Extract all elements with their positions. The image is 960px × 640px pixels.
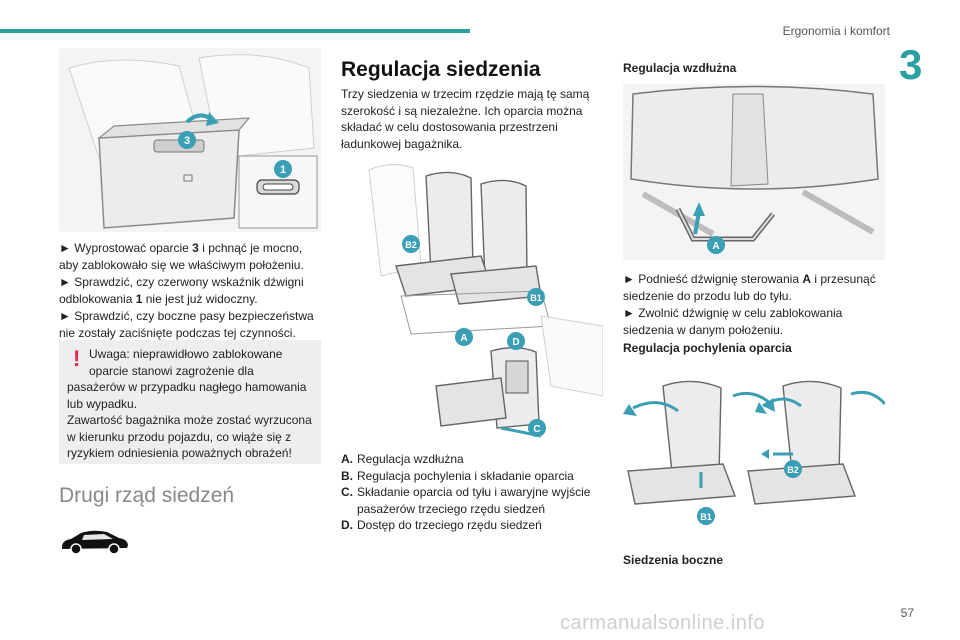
bullet-marker: ► [59,275,71,289]
header-accent-bar [0,29,470,33]
bullet-item: ► Wyprostować oparcie 3 i pchnąć je mocn… [59,241,304,272]
svg-text:B2: B2 [405,240,417,250]
heading-backrest-tilt: Regulacja pochylenia oparcia [623,341,792,355]
bullet-item: ► Sprawdzić, czy boczne pasy bezpieczeńs… [59,309,314,340]
warning-mark: ! [73,346,81,371]
svg-text:1: 1 [280,164,286,176]
svg-text:A: A [712,241,719,252]
svg-text:D: D [512,337,519,348]
caption-side-seats: Siedzenia boczne [623,553,724,567]
third-row-seats-drawing: B2 B1 A D C [368,164,603,438]
section-heading-second-row: Drugi rząd siedzeń [59,484,235,507]
chapter-number: 3 [899,41,923,88]
legend-list: A.Regulacja wzdłużna B.Regulacja pochyle… [341,451,606,534]
badge-b2-right: B2 [784,460,802,478]
badge-c: C [528,419,546,437]
badge-b2: B2 [402,235,420,253]
svg-text:A: A [460,333,467,344]
bullet-marker: ► [59,309,71,323]
longitudinal-illustration: A [623,84,885,260]
badge-b1: B1 [527,288,545,306]
intro-paragraph: Trzy siedzenia w trzecim rzędzie mają tę… [341,87,590,151]
bullet-marker: ► [59,241,71,255]
backrest-tilt-drawing: B2 B1 [623,380,885,525]
seatback-lock-illustration: 3 1 [59,48,321,232]
svg-text:C: C [533,424,540,435]
seatback-lock-drawing: 3 1 [59,48,321,232]
warning-box: ! Uwaga: nieprawidłowo zablokowane oparc… [59,340,321,464]
svg-text:B1: B1 [700,512,712,522]
legend-item: pasażerów trzeciego rzędu siedzeń [357,501,546,516]
badge-b1-right: B1 [697,507,715,525]
svg-text:B1: B1 [530,293,542,303]
third-row-seats-illustration: B2 B1 A D C [341,156,603,444]
bullet-item: ► Zwolnić dźwignię w celu zablokowania s… [623,306,843,337]
badge-a: A [455,328,473,346]
watermark: carmanualsonline.info [560,612,766,634]
svg-text:3: 3 [184,135,190,147]
longitudinal-drawing: A [623,84,885,260]
car-silhouette-icon [62,530,128,555]
badge-1: 1 [274,160,292,178]
svg-text:B2: B2 [787,465,799,475]
legend-item: B.Regulacja pochylenia i składanie oparc… [341,468,574,483]
badge-d: D [507,332,525,350]
backrest-tilt-illustration: B2 B1 [623,376,885,528]
badge-a-right: A [707,236,725,254]
bullet-item: ► Sprawdzić, czy czerwony wskaźnik dźwig… [59,275,304,306]
legend-item: A.Regulacja wzdłużna [341,452,464,466]
legend-item: C.Składanie oparcia od tyłu i awaryjne w… [341,485,591,499]
bullet-item: ► Podnieść dźwignię sterowania A i przes… [623,272,876,303]
badge-3: 3 [178,131,196,149]
left-bullets: ► Wyprostować oparcie 3 i pchnąć je mocn… [59,240,324,342]
right-bullets: ► Podnieść dźwignię sterowania A i przes… [623,271,888,339]
bullet-marker: ► [623,272,635,286]
page-number: 57 [900,606,914,620]
section-title: Ergonomia i komfort [782,24,890,38]
bullet-marker: ► [623,306,635,320]
heading-seat-adjustment: Regulacja siedzenia [341,58,541,81]
heading-longitudinal: Regulacja wzdłużna [623,61,737,75]
legend-item: D.Dostęp do trzeciego rzędu siedzeń [341,518,542,532]
